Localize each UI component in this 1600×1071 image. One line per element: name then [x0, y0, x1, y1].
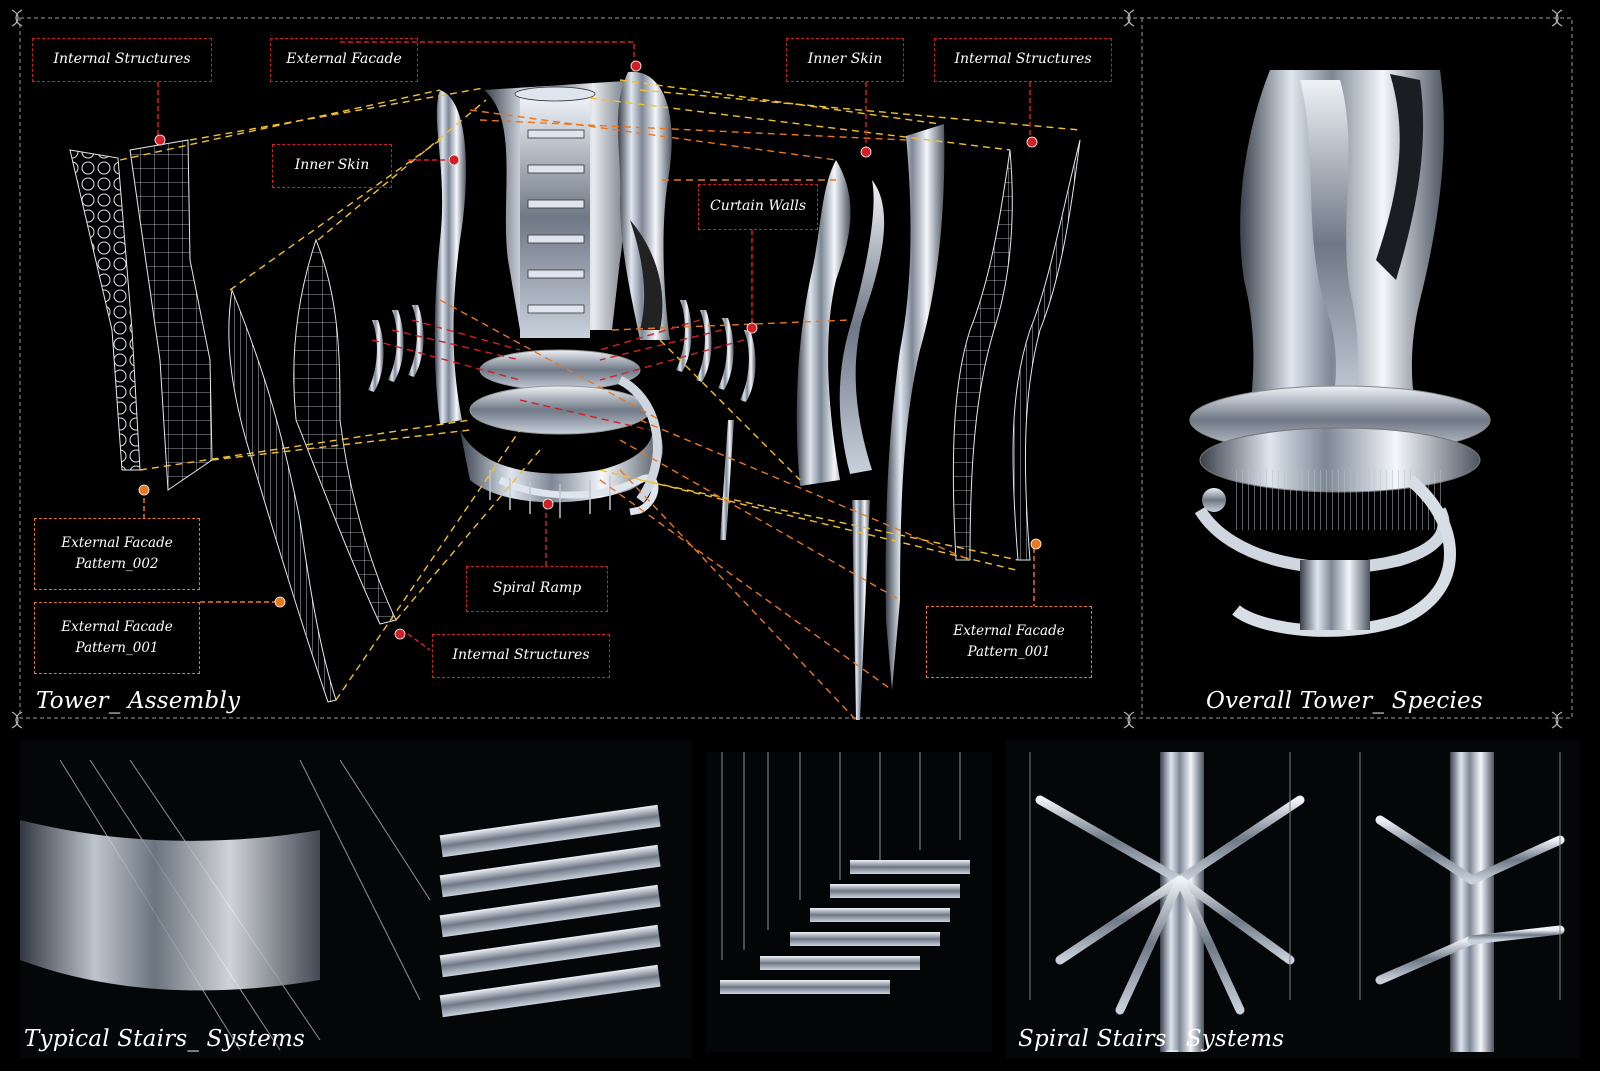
facade-panel-circles — [69, 149, 141, 471]
overall-tower-render — [1189, 70, 1491, 637]
callout-text: Inner Skin — [294, 157, 370, 174]
facade-panel-grid — [129, 139, 213, 491]
stair-render-panels — [20, 740, 1580, 1058]
assembly-drawing — [69, 41, 1081, 721]
leader-lines — [143, 41, 1035, 651]
callout-external-facade-top: External Facade — [270, 38, 418, 82]
title-spiral-stairs-systems: Spiral Stairs_ Systems — [1018, 1026, 1285, 1052]
callout-internal-structures-left: Internal Structures — [32, 38, 212, 82]
callout-spiral-ramp: Spiral Ramp — [466, 566, 608, 612]
right-shells — [796, 124, 1081, 720]
callout-text: Pattern_001 — [75, 640, 159, 656]
callout-text: Internal Structures — [954, 51, 1092, 68]
callout-text: Inner Skin — [807, 51, 883, 68]
callout-text: External Facade — [61, 619, 173, 636]
callout-text: Internal Structures — [452, 647, 590, 664]
callout-internal-structures-bottom: Internal Structures — [432, 634, 610, 678]
callout-curtain-walls: Curtain Walls — [698, 184, 818, 230]
frame-lines — [19, 17, 1573, 719]
central-core — [368, 71, 756, 540]
callout-text: External Facade — [953, 623, 1065, 640]
frame-ornaments — [11, 9, 1563, 729]
callout-text: Spiral Ramp — [492, 580, 582, 597]
title-tower-assembly: Tower_ Assembly — [36, 688, 241, 714]
title-typical-stairs-systems: Typical Stairs_ Systems — [24, 1026, 305, 1052]
callout-text: External Facade — [61, 535, 173, 552]
callout-internal-structures-right: Internal Structures — [934, 38, 1112, 82]
callout-text: External Facade — [286, 51, 402, 68]
connector-lines — [119, 79, 1081, 721]
callout-inner-skin-right: Inner Skin — [786, 38, 904, 82]
callout-inner-skin-left: Inner Skin — [272, 144, 392, 188]
title-overall-tower-species: Overall Tower_ Species — [1206, 688, 1483, 714]
callout-text: Internal Structures — [53, 51, 191, 68]
facade-panel-wave — [293, 238, 397, 625]
facade-panel-twist — [228, 288, 337, 703]
leader-dots — [138, 60, 1042, 640]
callout-text: Curtain Walls — [710, 198, 806, 215]
callout-text: Pattern_002 — [75, 556, 159, 572]
callout-text: Pattern_001 — [967, 644, 1051, 660]
